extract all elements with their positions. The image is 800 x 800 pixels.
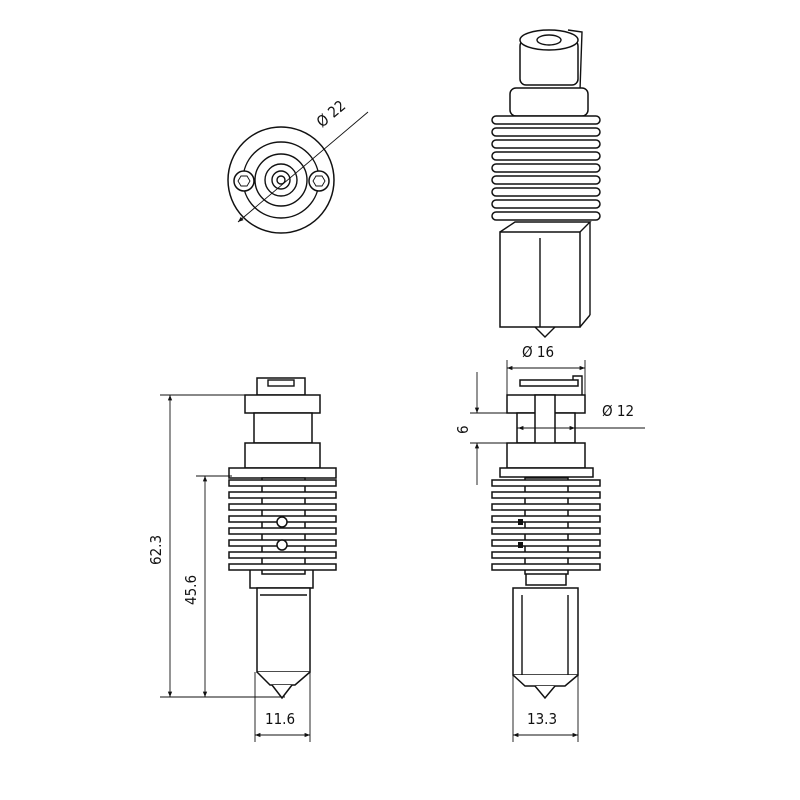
heatsink-fin: [491, 515, 601, 523]
heatsink-fin: [228, 491, 337, 499]
heatsink-fin: [491, 527, 601, 535]
heatsink-fin: [491, 199, 601, 209]
dim-groove-diameter: Ø 12: [602, 402, 634, 420]
side-view: [491, 375, 601, 700]
front-view: [228, 377, 337, 700]
heatsink-fin: [491, 175, 601, 185]
heatsink-fin: [491, 151, 601, 161]
heatsink-fin: [228, 503, 337, 511]
heatsink-fin: [491, 491, 601, 499]
heatsink-fin: [228, 479, 337, 487]
dimension-lines: 62.3 45.6 11.6 13.3 Ø 16 Ø 12 6: [147, 343, 645, 742]
dim-heatsink-height: 45.6: [182, 575, 200, 605]
heatsink-fin: [228, 527, 337, 535]
top-view: Ø 22: [227, 97, 369, 234]
heatsink-fin: [491, 563, 601, 571]
dim-collar-diameter: Ø 16: [522, 343, 554, 361]
dim-side-width: 13.3: [527, 710, 557, 728]
heatsink-fin: [491, 127, 601, 137]
dim-front-width: 11.6: [265, 710, 295, 728]
heatsink-fin: [491, 211, 601, 221]
set-screw: [518, 542, 523, 548]
heatsink-fin: [491, 539, 601, 547]
heatsink-fin: [491, 187, 601, 197]
dim-top-diameter: Ø 22: [313, 97, 349, 131]
screw-hole: [276, 539, 288, 551]
heatsink-fin: [228, 563, 337, 571]
heatsink-fin: [491, 503, 601, 511]
isometric-view: [491, 29, 601, 338]
dim-groove-height: 6: [454, 425, 472, 434]
heatsink-fin: [228, 551, 337, 559]
set-screw: [518, 519, 523, 525]
heatsink-fin: [491, 115, 601, 125]
heatsink-fin: [491, 551, 601, 559]
screw-hole: [276, 516, 288, 528]
dim-total-height: 62.3: [147, 535, 165, 565]
heatsink-fin: [491, 139, 601, 149]
heatsink-fin: [491, 163, 601, 173]
heatsink-fin: [491, 479, 601, 487]
